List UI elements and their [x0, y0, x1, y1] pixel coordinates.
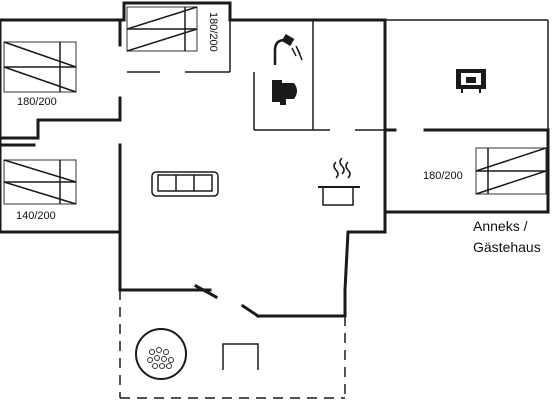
bed-size-label-top-left: 180/200 — [17, 96, 57, 108]
tv-icon — [456, 69, 486, 93]
outdoor-chair — [222, 343, 259, 370]
annex-label-line1: Anneks / — [473, 218, 528, 234]
bed-left-lower — [3, 159, 77, 205]
terrace-outline — [119, 290, 346, 399]
bed-top-center — [126, 6, 198, 52]
hot-tub-icon — [135, 328, 187, 380]
bed-size-label-top-center: 180/200 — [207, 12, 219, 52]
bed-size-label-left-lower: 140/200 — [16, 210, 56, 222]
shower-icon — [273, 34, 303, 65]
interior-walls — [0, 18, 385, 234]
bed-top-left — [3, 41, 77, 93]
annex-label: Anneks / Gästehaus — [473, 216, 541, 258]
toilet-icon — [272, 80, 297, 105]
sofa-icon — [151, 171, 219, 197]
annex-walls — [383, 19, 550, 214]
annex-label-line2: Gästehaus — [473, 239, 541, 255]
bed-size-label-annex: 180/200 — [423, 170, 463, 182]
bed-annex — [475, 147, 547, 195]
cooking-pot-icon — [318, 157, 360, 206]
